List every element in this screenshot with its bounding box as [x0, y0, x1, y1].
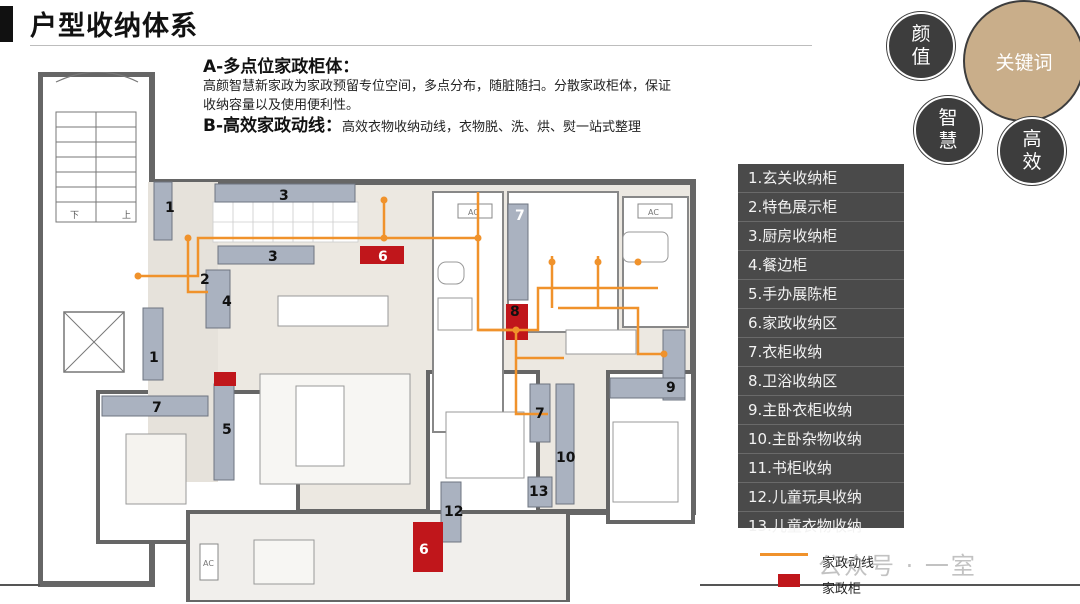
legend-item: 5.手办展陈柜 [738, 280, 904, 309]
marker-3: 3 [268, 249, 278, 265]
marker-6: 6 [419, 542, 429, 558]
section-a-heading: A-多点位家政柜体： [203, 57, 360, 77]
cabinet-entry-2 [142, 307, 164, 381]
marker-6: 6 [378, 249, 388, 265]
legend-item: 10.主卧杂物收纳 [738, 425, 904, 454]
floor-plan: 下 上 [38, 72, 696, 602]
balcony-table [253, 539, 315, 585]
route-nodes [134, 196, 668, 358]
housekeeping-cabinet-6b [413, 522, 443, 572]
marker-7: 7 [535, 406, 545, 422]
housekeeping-cabinet-6a [360, 246, 404, 264]
legend-item: 2.特色展示柜 [738, 193, 904, 222]
ac-label: AC [468, 208, 479, 217]
stair-down-label: 下 [70, 211, 79, 221]
bed-kids [445, 411, 525, 479]
section-a-text: 高颜智慧新家政为家政预留专位空间，多点分布，随脏随扫。分散家政柜体，保证收纳容量… [203, 79, 672, 113]
section-b-text: 高效衣物收纳动线，衣物脱、洗、烘、熨一站式整理 [342, 120, 642, 135]
stair-hall [55, 72, 139, 373]
legend-item: 13.儿童衣物收纳 [748, 517, 862, 535]
marker-13: 13 [529, 484, 548, 500]
section-b-heading: B-高效家政动线： [203, 116, 343, 136]
toilet-1 [437, 261, 465, 285]
marker-7: 7 [515, 208, 525, 224]
furniture [125, 231, 679, 585]
kitchen-tile [212, 201, 359, 243]
legend-item: 4.餐边柜 [738, 251, 904, 280]
route-legend-label: 家政动线 [822, 556, 875, 571]
dining-table [277, 295, 389, 327]
legend-item: 8.卫浴收纳区 [738, 367, 904, 396]
legend-item: 3.厨房收纳柜 [738, 222, 904, 251]
marker-7: 7 [152, 400, 162, 416]
marker-4: 4 [222, 294, 232, 310]
keyword-label-3: 高 效 [1022, 128, 1042, 173]
cabinet-legend-swatch [778, 574, 800, 587]
marker-12: 12 [444, 504, 463, 520]
housekeeping-route [138, 192, 664, 416]
marker-3: 3 [279, 188, 289, 204]
footer-rule-left [0, 584, 40, 586]
keyword-circle-1: 颜 值 [887, 12, 955, 80]
ac-label: AC [648, 208, 659, 217]
keyword-circle-2: 智 慧 [914, 96, 982, 164]
marker-2: 2 [200, 272, 210, 288]
keyword-main-circle: 关键词 [963, 0, 1080, 122]
watermark: 公众号 · 一室 [818, 552, 977, 580]
storage-legend-list: 1.玄关收纳柜 2.特色展示柜 3.厨房收纳柜 4.餐边柜 5.手办展陈柜 6.… [738, 164, 904, 540]
cabinet-wardrobe-top [507, 203, 529, 301]
route-legend-swatch [760, 553, 808, 556]
marker-1: 1 [165, 200, 175, 216]
storage-cabinets [101, 181, 686, 543]
legend-item: 12.儿童玩具收纳 [738, 483, 904, 512]
vanity-1 [437, 297, 473, 331]
cabinet-kids-12 [440, 481, 462, 543]
cabinet-kitchen-top [214, 183, 356, 203]
marker-8: 8 [510, 304, 520, 320]
footer-rule-right [700, 584, 1080, 586]
ac-units [199, 203, 673, 581]
legend-item: 7.衣柜收纳 [738, 338, 904, 367]
stair-up-label: 上 [122, 210, 131, 221]
legend-item: 9.主卧衣柜收纳 [738, 396, 904, 425]
washbasin-counter [565, 329, 637, 355]
bed-left [125, 433, 187, 505]
keyword-label-2: 智 慧 [938, 107, 958, 152]
ac-label: AC [203, 559, 214, 568]
cabinet-wardrobe-7 [101, 395, 209, 417]
cabinet-legend-label: 家政柜 [822, 582, 862, 597]
page-title: 户型收纳体系 [30, 11, 198, 42]
title-divider [30, 45, 812, 46]
cabinet-master-10 [555, 383, 575, 505]
cabinet-master-side [609, 377, 686, 399]
keyword-circle-3: 高 效 [998, 117, 1066, 185]
bed-master [612, 421, 679, 503]
cabinet-entry-1 [153, 181, 173, 241]
description-block: A-多点位家政柜体： 高颜智慧新家政为家政预留专位空间，多点分布，随脏随扫。分散… [203, 58, 673, 137]
keyword-main-label: 关键词 [995, 51, 1053, 74]
marker-5: 5 [222, 422, 232, 438]
marker-9: 9 [666, 380, 676, 396]
keyword-label-1: 颜 值 [911, 23, 931, 68]
marker-10: 10 [556, 450, 576, 466]
housekeeping-cabinet-mid [214, 372, 236, 386]
bathtub [622, 231, 669, 263]
title-accent-bar [0, 6, 13, 42]
sofa [295, 385, 345, 467]
cabinet-kids-13 [527, 476, 553, 508]
storage-legend: 1.玄关收纳柜 2.特色展示柜 3.厨房收纳柜 4.餐边柜 5.手办展陈柜 6.… [738, 164, 904, 535]
marker-1: 1 [149, 350, 159, 366]
legend-item: 11.书柜收纳 [738, 454, 904, 483]
legend-item: 6.家政收纳区 [738, 309, 904, 338]
legend-item: 1.玄关收纳柜 [738, 164, 904, 193]
cabinet-kitchen-bottom [217, 245, 315, 265]
plan-number-markers: 1 1 2 3 3 4 5 6 6 7 7 7 8 9 10 12 13 [149, 188, 676, 558]
cabinet-sideboard [205, 269, 231, 329]
